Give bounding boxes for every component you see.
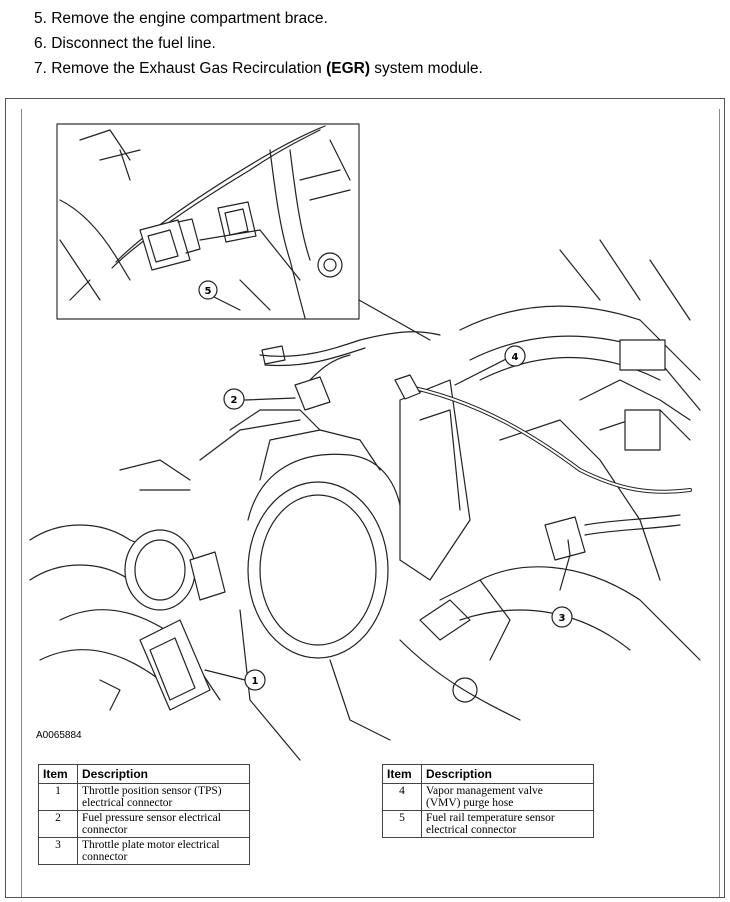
table-row: 4 Vapor management valve(VMV) purge hose [382, 783, 594, 811]
table-row: 1 Throttle position sensor (TPS)electric… [38, 783, 250, 811]
step-6: 6. Disconnect the fuel line. [34, 35, 216, 52]
callout-4: 4 [512, 352, 519, 363]
step-7: 7. Remove the Exhaust Gas Recirculation … [34, 60, 483, 77]
item-description: Vapor management valve(VMV) purge hose [421, 783, 594, 811]
item-number: 4 [382, 783, 422, 811]
item-number: 2 [38, 810, 78, 838]
egr-abbrev: (EGR) [326, 60, 370, 77]
legend-header-row: Item Description [38, 764, 250, 784]
callout-1: 1 [252, 676, 259, 687]
description-header: Description [77, 764, 250, 784]
item-number: 5 [382, 810, 422, 838]
step-5: 5. Remove the engine compartment brace. [34, 10, 328, 27]
item-header: Item [382, 764, 422, 784]
callout-2: 2 [231, 395, 238, 406]
item-description: Throttle position sensor (TPS)electrical… [77, 783, 250, 811]
item-number: 3 [38, 837, 78, 865]
item-number: 1 [38, 783, 78, 811]
legend-header-row: Item Description [382, 764, 594, 784]
inset-drawing [59, 125, 351, 319]
callout-5: 5 [205, 286, 212, 297]
item-header: Item [38, 764, 78, 784]
legend-table-right: Item Description 4 Vapor management valv… [382, 764, 594, 838]
inset-leader [358, 299, 431, 341]
figure-frame [5, 98, 725, 898]
callout-3: 3 [559, 613, 566, 624]
legend-table-left: Item Description 1 Throttle position sen… [38, 764, 250, 865]
description-header: Description [421, 764, 594, 784]
main-engine-drawing [29, 239, 701, 761]
callout-leaders [204, 355, 571, 681]
instruction-steps: 5. Remove the engine compartment brace. … [34, 6, 483, 81]
figure-inner-border [21, 109, 720, 897]
figure-id-label: A0065884 [36, 730, 82, 741]
